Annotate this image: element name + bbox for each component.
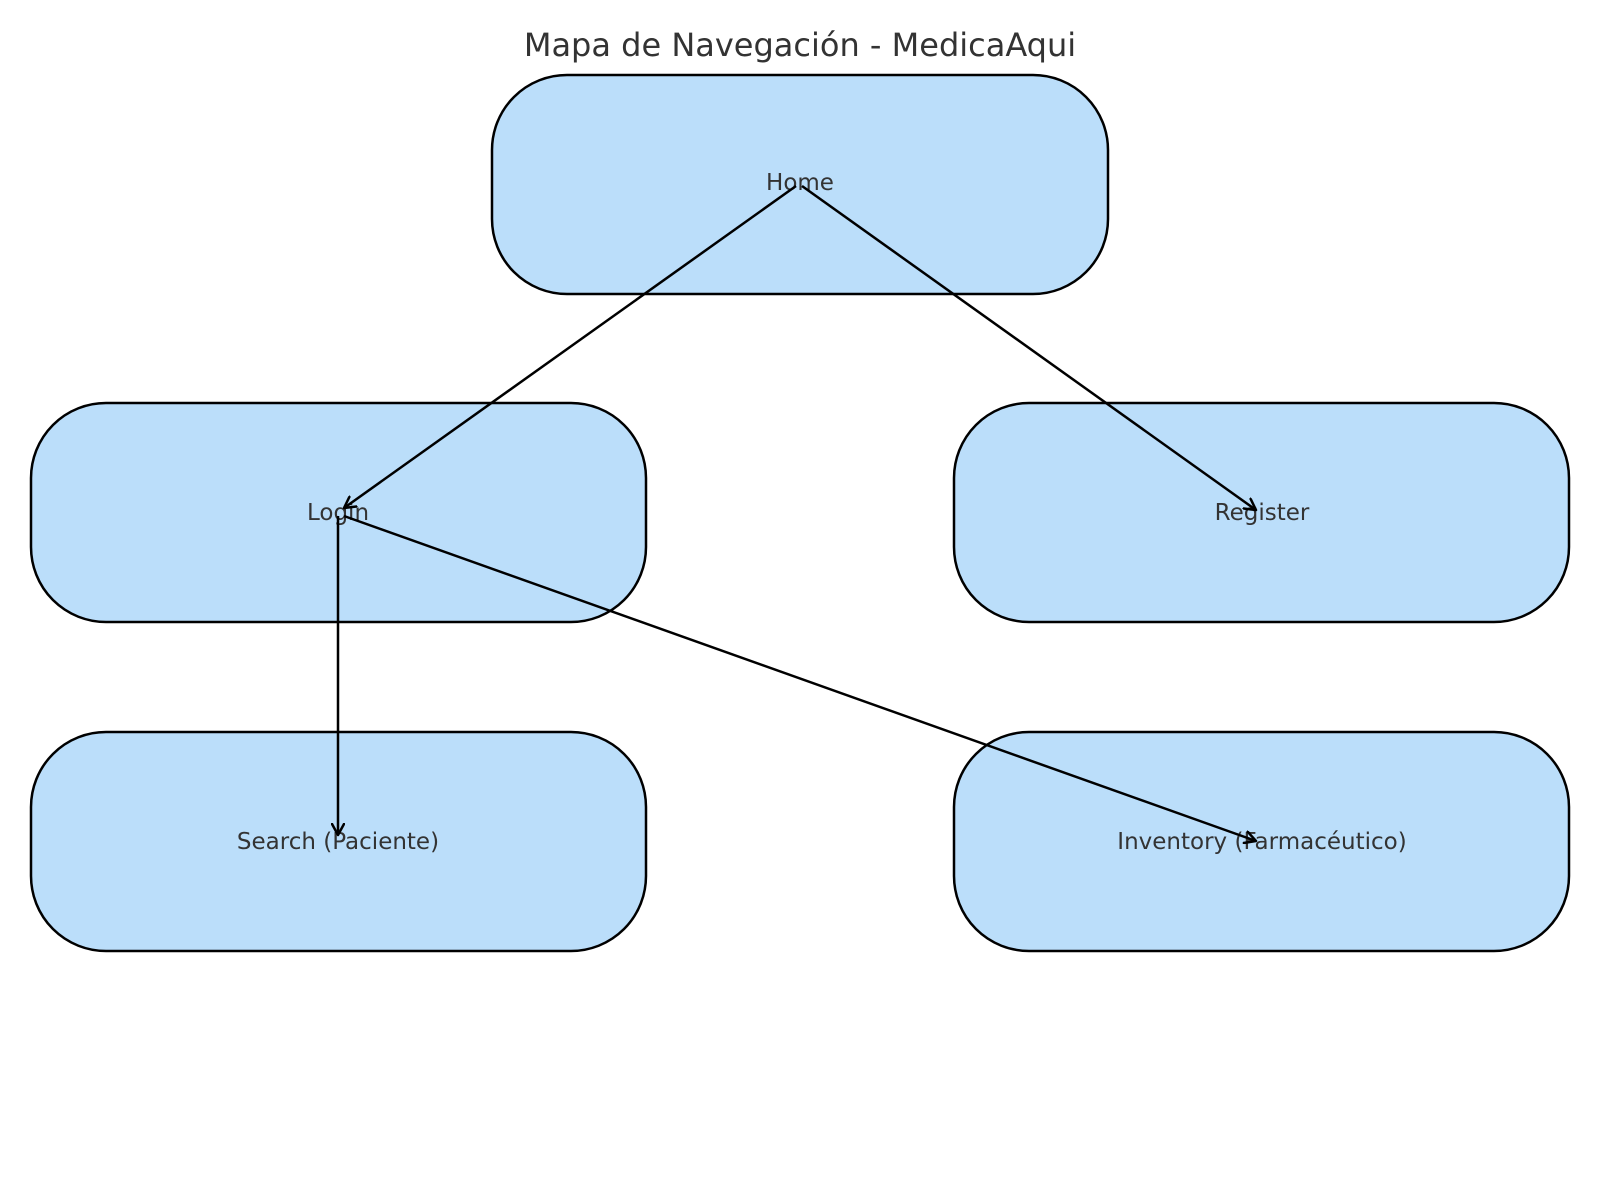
node-home-label: Home xyxy=(766,170,834,196)
node-login: Login xyxy=(29,401,648,624)
node-inventory-label: Inventory (Farmacéutico) xyxy=(1117,829,1406,855)
node-register-box xyxy=(952,401,1571,624)
node-home: Home xyxy=(490,73,1110,296)
edge-home-to-login xyxy=(344,184,797,508)
edge-home-to-register xyxy=(801,184,1256,510)
node-search: Search (Paciente) xyxy=(29,730,648,953)
node-home-box xyxy=(490,73,1110,296)
edge-login-to-inventory xyxy=(343,514,1256,841)
node-register-label: Register xyxy=(1215,500,1310,526)
node-inventory-box xyxy=(952,730,1571,953)
diagram-title: Mapa de Navegación - MedicaAqui xyxy=(524,26,1076,64)
node-register: Register xyxy=(952,401,1571,624)
node-inventory: Inventory (Farmacéutico) xyxy=(952,730,1571,953)
